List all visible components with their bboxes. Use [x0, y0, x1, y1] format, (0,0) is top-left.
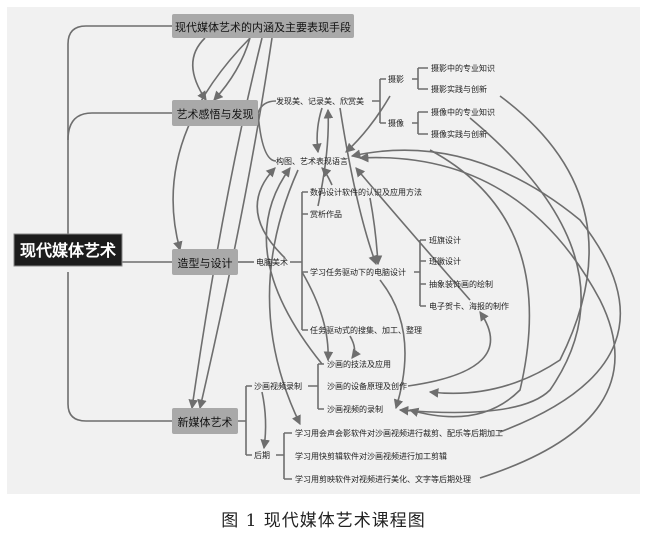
- connector-video-bracket: [412, 111, 428, 135]
- node-post-2: 学习用快剪辑软件对沙画视频进行加工剪辑: [295, 451, 447, 461]
- arrow-meaning-perception-1: [192, 37, 207, 101]
- node-digital-software: 数码设计软件的认识及应用方法: [310, 187, 422, 197]
- node-video: 摄像: [388, 118, 404, 128]
- arrow-composition-post: [268, 169, 301, 426]
- branch-meaning-label: 现代媒体艺术的内涵及主要表现手段: [175, 20, 351, 34]
- arrow-discover-composition: [312, 107, 323, 154]
- arrow-videoknowledge-sandrec: [398, 117, 582, 416]
- node-abstract-decor: 抽象装饰画的绘制: [429, 279, 493, 289]
- arrow-sand-composition: [265, 167, 323, 365]
- arrow-sand-post: [260, 391, 270, 450]
- arrow-ecard-composition: [355, 167, 471, 301]
- node-banner: 班旗设计: [429, 235, 461, 245]
- arrow-sanddevice-ecard: [407, 311, 492, 387]
- arrow-appreciate-discover: [317, 108, 334, 207]
- node-task-design: 学习任务驱动下的电脑设计: [310, 267, 406, 277]
- connector-photo-bracket: [412, 67, 428, 90]
- node-post-1: 学习用会声会影软件对沙画视频进行裁剪、配乐等后期加工: [295, 428, 503, 438]
- arrow-design-sandtech: [301, 271, 334, 362]
- node-post-3: 学习用剪映软件对视频进行美化、文字等后期处理: [295, 474, 471, 484]
- node-sand-recording: 沙画视频的录制: [327, 404, 383, 414]
- branch-design-label: 造型与设计: [178, 256, 233, 270]
- connector-task-bracket: [414, 239, 426, 307]
- node-composition: 构图、艺术表现语言: [276, 156, 348, 166]
- arrow-discover-task: [339, 107, 378, 266]
- branch-meaning: 现代媒体艺术的内涵及主要表现手段: [172, 14, 354, 38]
- node-sand-device: 沙画的设备原理及创作: [327, 381, 407, 391]
- arrow-photo-composition: [345, 95, 391, 153]
- connector-root-meaning: [67, 25, 172, 249]
- node-photo-practice: 摄影实践与创新: [431, 84, 487, 94]
- branch-newmedia-label: 新媒体艺术: [178, 415, 233, 429]
- tree-connectors: [67, 25, 428, 480]
- arrow-meaning-perception-2: [213, 37, 251, 101]
- branch-newmedia: 新媒体艺术: [172, 408, 238, 434]
- root-label: 现代媒体艺术: [20, 241, 116, 260]
- connector-newmedia-bracket: [238, 385, 252, 456]
- node-material-edit: 任务驱动式的搜集、加工、整理: [310, 325, 422, 335]
- cross-reference-arrows: [172, 37, 622, 479]
- arrow-photopractice-sand: [428, 95, 590, 398]
- node-post: 后期: [254, 450, 270, 460]
- arrow-videopractice-sand: [408, 149, 531, 418]
- arrow-digital-composition: [321, 167, 333, 186]
- node-ecard: 电子贺卡、海报的制作: [429, 301, 509, 311]
- arrow-post3-composition: [358, 152, 616, 479]
- arrow-computer-composition: [256, 167, 286, 259]
- branch-perception-label: 艺术感悟与发现: [177, 107, 254, 121]
- connector-post-bracket: [276, 432, 292, 480]
- arrow-task-recording: [379, 279, 406, 410]
- node-video-knowledge: 摄像中的专业知识: [431, 107, 495, 117]
- arrow-meaning-newmedia-2: [197, 37, 273, 410]
- node-sand-technique: 沙画的技法及应用: [327, 359, 391, 369]
- node-appreciate: 赏析作品: [310, 209, 342, 219]
- connector-sand-bracket: [308, 363, 324, 410]
- node-badge: 班徽设计: [429, 256, 461, 266]
- node-computer-art: 电脑美术: [256, 257, 288, 267]
- root-node: 现代媒体艺术: [13, 233, 123, 267]
- arrow-meaning-newmedia-1: [188, 37, 263, 410]
- figure-caption: 图 1 现代媒体艺术课程图: [221, 511, 426, 531]
- connector-root-newmedia: [67, 272, 172, 422]
- node-photo-knowledge: 摄影中的专业知识: [431, 63, 495, 73]
- connector-discover-bracket: [372, 78, 386, 124]
- node-photo: 摄影: [388, 74, 404, 84]
- connector-perception-composition: [257, 112, 277, 162]
- arrow-material-technique: [349, 335, 361, 359]
- branch-design: 造型与设计: [172, 249, 238, 275]
- node-video-practice: 摄像实践与创新: [431, 129, 487, 139]
- arrow-meaning-design: [172, 37, 251, 252]
- connector-root-perception: [67, 112, 172, 141]
- connector-computer-spine: [290, 191, 308, 331]
- node-sand-record: 沙画视频录制: [254, 381, 302, 391]
- node-discover: 发现美、记录美、欣赏美: [276, 96, 364, 106]
- branch-perception: 艺术感悟与发现: [172, 100, 258, 126]
- arrow-digital-task: [369, 197, 383, 266]
- sub-nodes: 发现美、记录美、欣赏美 摄影 摄影中的专业知识 摄影实践与创新 摄像 摄像中的专…: [254, 63, 509, 484]
- connector-perception-discover: [257, 100, 277, 114]
